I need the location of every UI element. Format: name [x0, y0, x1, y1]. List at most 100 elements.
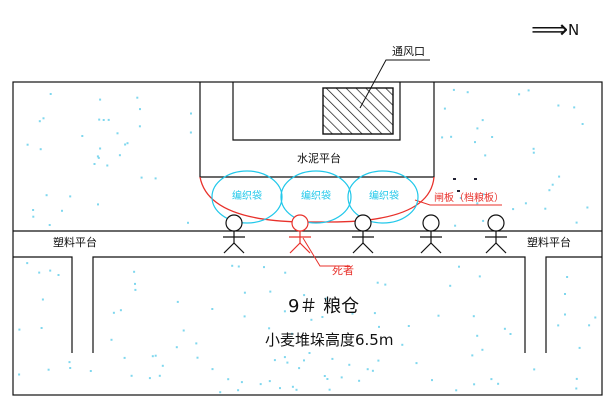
grain-dot: [286, 361, 289, 364]
mark-right-2: [474, 178, 477, 180]
grain-dot: [237, 265, 240, 268]
grain-dot: [503, 327, 506, 330]
sack-label-2: 编织袋: [301, 191, 331, 202]
grain-dot: [69, 367, 72, 369]
grain-dot: [69, 195, 72, 198]
grain-dot: [237, 389, 240, 392]
grain-dot: [325, 297, 328, 300]
grain-dot: [189, 131, 192, 134]
grain-dot: [176, 300, 179, 303]
grain-dot: [61, 209, 63, 212]
grain-dot: [119, 309, 122, 312]
grain-dot: [190, 112, 192, 115]
gate-leader-line: [414, 199, 502, 206]
grain-dot: [557, 324, 560, 327]
plastic-platform-left-label: 塑料平台: [53, 236, 97, 249]
grain-dot: [378, 325, 380, 328]
grain-dot: [295, 388, 298, 391]
person-figure: [223, 214, 245, 254]
grain-dot: [124, 143, 127, 146]
grain-dot: [263, 266, 265, 269]
grain-dot: [102, 119, 105, 121]
grain-dot: [279, 387, 281, 390]
grain-speckle: [18, 88, 597, 394]
grain-dot: [564, 293, 566, 295]
grain-dot: [321, 316, 324, 318]
grain-dot: [407, 325, 410, 327]
cement-platform-label: 水泥平台: [297, 152, 341, 165]
grain-dot: [373, 312, 376, 315]
person-figures: [223, 214, 507, 254]
grain-dot: [136, 96, 139, 99]
grain-dot: [326, 378, 329, 380]
grain-dot: [348, 363, 351, 366]
compass-north-label: N: [568, 21, 580, 39]
sack-label-3: 编织袋: [369, 191, 399, 202]
grain-dot: [532, 147, 535, 150]
grain-dot: [527, 89, 530, 92]
grain-dot: [219, 391, 222, 394]
grain-dot: [476, 202, 479, 205]
grain-dot: [557, 104, 560, 107]
grain-dot: [138, 125, 141, 128]
cement-platform-outer: [199, 82, 435, 178]
grain-dot: [154, 354, 157, 357]
sack-ellipse-1: [211, 170, 283, 224]
grain-dot: [518, 93, 521, 96]
grain-dot: [99, 147, 102, 150]
grain-dot: [154, 177, 157, 180]
grain-dot: [509, 333, 512, 335]
grain-dot: [196, 356, 199, 359]
grain-dot: [273, 359, 276, 362]
grain-dot: [38, 120, 41, 123]
grain-dot: [586, 206, 589, 209]
grain-dot: [175, 346, 178, 349]
grain-dot: [351, 312, 354, 315]
silo-name-label: 9＃ 粮仓: [288, 296, 360, 317]
right-bay-outline: [545, 256, 602, 353]
grain-dot: [303, 359, 305, 362]
grain-dot: [377, 359, 380, 362]
grain-dot: [331, 357, 334, 360]
grain-dot: [449, 284, 452, 287]
grain-dot: [450, 135, 453, 138]
grain-dot: [26, 143, 29, 146]
grain-dot: [130, 374, 133, 377]
grain-dot: [452, 88, 455, 91]
grain-dot: [49, 269, 52, 272]
grain-dot: [283, 310, 286, 313]
grain-dot: [40, 327, 43, 329]
grain-dot: [512, 208, 515, 211]
grain-dot: [415, 362, 418, 365]
grain-dot: [97, 203, 99, 206]
grain-dot: [18, 373, 21, 376]
grain-dot: [575, 377, 578, 380]
sack-ellipse-2: [280, 170, 352, 224]
grain-dot: [268, 327, 271, 330]
grain-dot: [472, 315, 475, 318]
grain-dot: [490, 378, 493, 381]
grain-dot: [459, 197, 462, 199]
grain-dot: [401, 343, 404, 346]
deceased-label: 死者: [332, 264, 354, 277]
grain-dot: [558, 175, 561, 178]
grain-dot: [49, 93, 52, 95]
person-figure: [420, 214, 442, 254]
grain-dot: [243, 315, 246, 318]
grain-dot: [182, 329, 185, 332]
grain-dot: [308, 352, 311, 354]
grain-dot: [491, 136, 494, 138]
deceased-leader-line: [302, 237, 350, 267]
grain-dot: [441, 136, 444, 139]
grain-dot: [431, 379, 433, 382]
grain-dot: [474, 141, 476, 144]
grain-dot: [323, 375, 326, 377]
grain-dot: [283, 356, 286, 359]
grain-dot: [116, 132, 119, 135]
gate-board-label: 闸板（档粮板）: [434, 193, 504, 204]
grain-dot: [481, 119, 484, 122]
grain-dot: [376, 281, 379, 284]
grain-dot: [484, 154, 487, 157]
grain-dot: [371, 369, 374, 372]
